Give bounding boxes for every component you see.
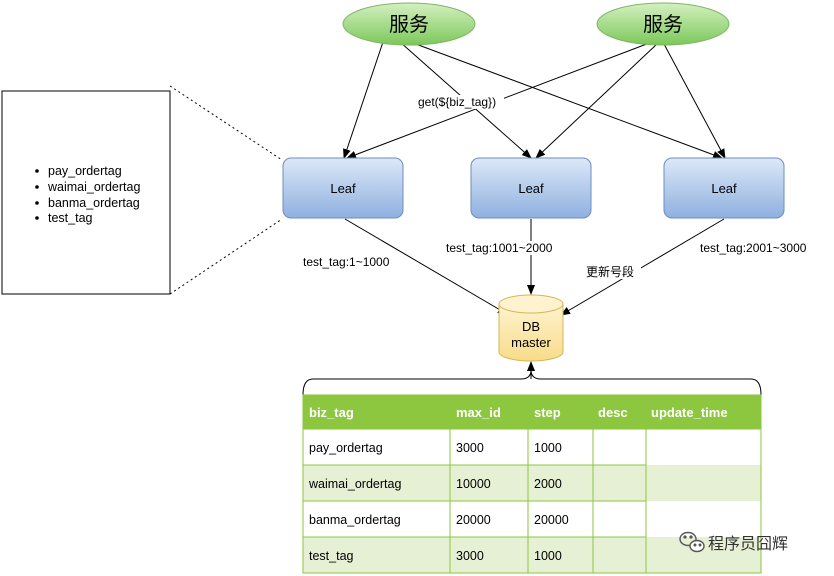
table-row: pay_ordertag 3000 1000 (309, 441, 562, 455)
edge-leaf3-db (560, 218, 725, 316)
cell-step: 2000 (534, 477, 562, 491)
cell-max-id: 3000 (456, 441, 484, 455)
leaf-label: Leaf (518, 181, 544, 196)
cell-step: 20000 (534, 513, 569, 527)
leaf1-range-label: test_tag:1~1000 (303, 255, 390, 269)
db-label-line1: DB (522, 319, 540, 334)
wechat-icon (679, 531, 705, 553)
tag-item: test_tag (48, 211, 93, 225)
leaf-label: Leaf (330, 181, 356, 196)
cell-biz-tag: banma_ordertag (309, 513, 401, 527)
leaf-node-1: Leaf (282, 157, 404, 219)
cell-step: 1000 (534, 441, 562, 455)
cell-step: 1000 (534, 549, 562, 563)
header-update-time: update_time (651, 405, 728, 420)
db-master-node: DB master (498, 294, 564, 362)
leaf2-range-label: test_tag:1001~2000 (446, 241, 553, 255)
edge-service1-leaf3 (404, 39, 723, 159)
cell-biz-tag: pay_ordertag (309, 441, 383, 455)
edge-service2-leaf3 (663, 43, 726, 159)
leaf-label: Leaf (711, 181, 737, 196)
tag-list-box: pay_ordertag waimai_ordertag banma_order… (1, 90, 171, 295)
leaf-node-2: Leaf (470, 157, 592, 219)
service-label: 服务 (389, 12, 429, 36)
update-segment-label: 更新号段 (586, 264, 634, 279)
table-row: waimai_ordertag 10000 2000 (308, 477, 562, 491)
cell-max-id: 10000 (456, 477, 491, 491)
header-step: step (534, 405, 561, 420)
tag-item: banma_ordertag (48, 196, 140, 210)
header-desc: desc (598, 405, 628, 420)
edge-service2-leaf2 (535, 43, 658, 159)
cell-max-id: 3000 (456, 549, 484, 563)
service-label: 服务 (643, 12, 683, 36)
header-max-id: max_id (456, 405, 501, 420)
db-label-line2: master (511, 335, 551, 350)
cell-biz-tag: waimai_ordertag (308, 477, 401, 491)
table-brace (302, 369, 762, 396)
watermark: 程序员囧辉 (679, 531, 788, 553)
edge-leaf1-db (344, 218, 508, 315)
callout-lines (169, 85, 283, 295)
tag-item: pay_ordertag (48, 164, 122, 178)
cell-max-id: 20000 (456, 513, 491, 527)
edge-service1-leaf1 (343, 41, 384, 159)
edge-labels: get(${biz_tag}) test_tag:1~1000 test_tag… (302, 95, 807, 279)
header-biz-tag: biz_tag (309, 405, 354, 420)
service-node-1: 服务 (342, 2, 476, 46)
tag-item: waimai_ordertag (47, 180, 140, 194)
table-row: banma_ordertag 20000 20000 (309, 513, 569, 527)
service-to-leaf-edges (343, 39, 726, 159)
get-call-label: get(${biz_tag}) (418, 95, 496, 109)
leaf-node-3: Leaf (663, 157, 785, 219)
table-header: biz_tag max_id step desc update_time (309, 405, 728, 420)
leaf-alloc-table: biz_tag max_id step desc update_time pay… (302, 394, 762, 574)
cell-biz-tag: test_tag (309, 549, 354, 563)
table-row: test_tag 3000 1000 (309, 549, 562, 563)
leaf3-range-label: test_tag:2001~3000 (700, 241, 807, 255)
service-node-2: 服务 (596, 2, 730, 46)
leaf-to-db-edges (344, 218, 725, 379)
watermark-text: 程序员囧辉 (708, 534, 788, 553)
